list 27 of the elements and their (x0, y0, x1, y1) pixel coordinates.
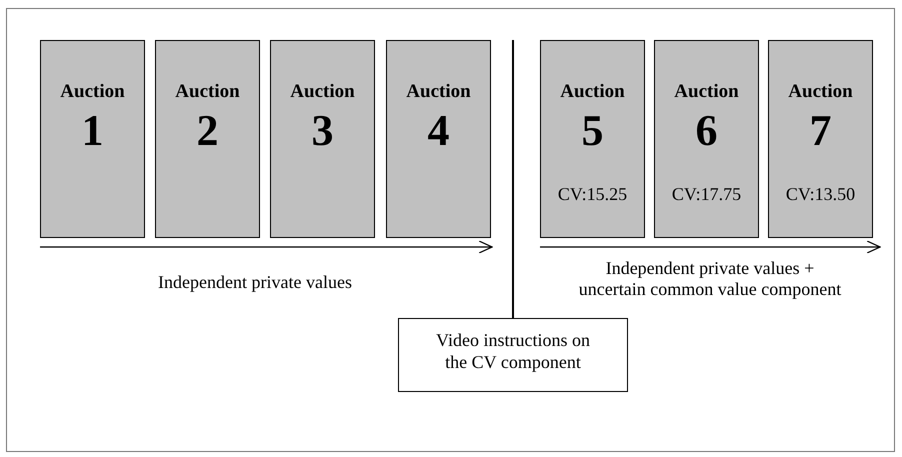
auction-number: 4 (426, 105, 450, 156)
auction-number: 1 (80, 105, 104, 156)
auction-box (768, 40, 873, 238)
auction-box (270, 40, 375, 238)
auction-heading: Auction (405, 81, 472, 103)
auction-number: 5 (580, 105, 604, 156)
auction-heading: Auction (559, 81, 626, 103)
common-value-text: CV:13.50 (784, 184, 856, 205)
auction-box (155, 40, 260, 238)
common-value-text: CV:17.75 (670, 184, 742, 205)
auction-box (540, 40, 645, 238)
auction-box (386, 40, 491, 238)
auction-heading: Auction (174, 81, 241, 103)
common-value-text: CV:15.25 (556, 184, 628, 205)
caption-text: Independent private values + uncertain common value component (578, 258, 842, 300)
auction-number: 3 (310, 105, 334, 156)
instruction-box: Video instructions on the CV component (398, 318, 628, 392)
auction-number: 2 (196, 105, 220, 156)
auction-box (40, 40, 145, 238)
auction-box (654, 40, 759, 238)
auction-heading: Auction (787, 81, 854, 103)
auction-heading: Auction (289, 81, 356, 103)
caption-text: Independent private values (157, 272, 353, 293)
auction-heading: Auction (59, 81, 126, 103)
auction-heading: Auction (673, 81, 740, 103)
auction-number: 7 (808, 105, 832, 156)
auction-number: 6 (694, 105, 718, 156)
